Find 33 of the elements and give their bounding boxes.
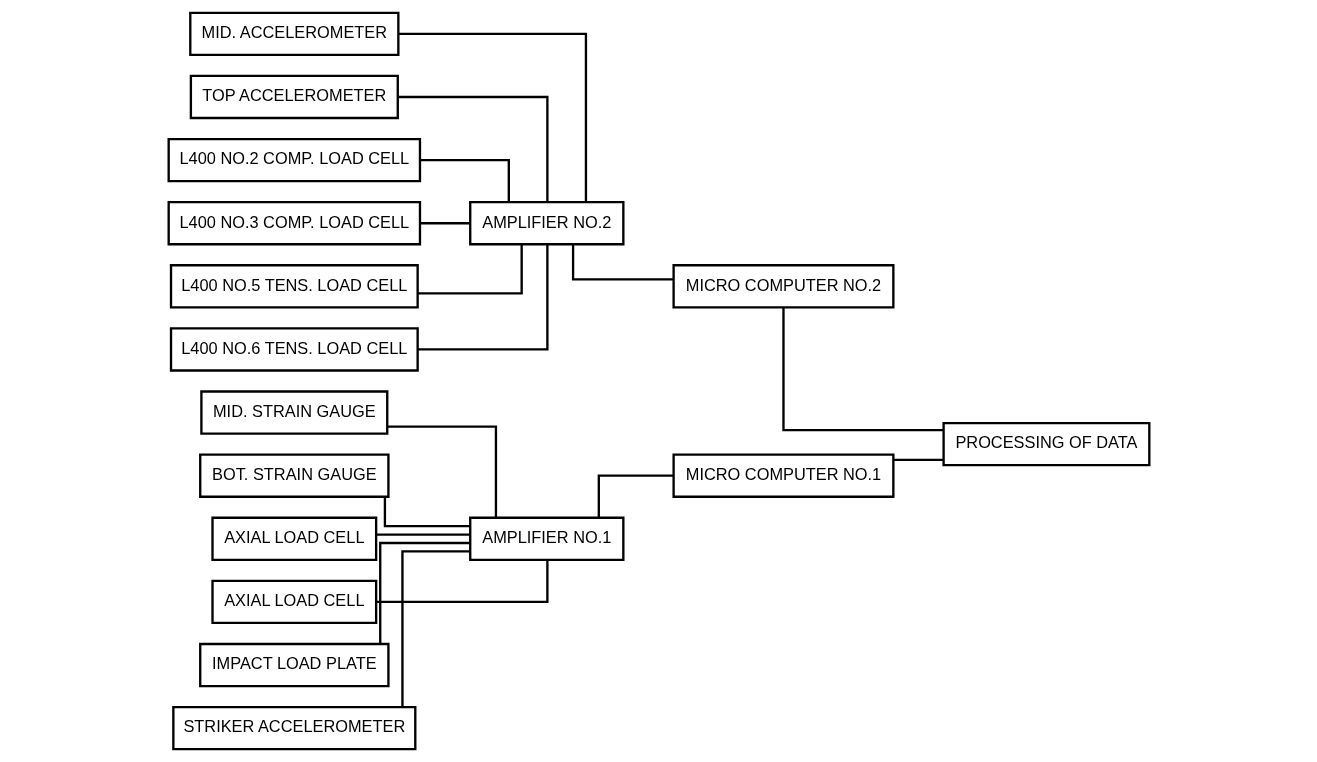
node-box: L400 NO.6 TENS. LOAD CELL bbox=[169, 327, 419, 372]
connector bbox=[571, 244, 673, 281]
node-box: L400 NO.5 TENS. LOAD CELL bbox=[169, 264, 419, 309]
node-box: L400 NO.2 COMP. LOAD CELL bbox=[167, 137, 421, 183]
connector bbox=[375, 533, 470, 536]
connector bbox=[419, 158, 510, 202]
node-box: MID. ACCELEROMETER bbox=[188, 11, 400, 57]
node-box: TOP ACCELEROMETER bbox=[189, 74, 399, 120]
connector bbox=[419, 222, 470, 225]
connector bbox=[386, 425, 497, 518]
node-box: AXIAL LOAD CELL bbox=[210, 516, 377, 561]
node-box: AMPLIFIER NO.2 bbox=[468, 201, 624, 246]
node-box: STRIKER ACCELEROMETER bbox=[171, 705, 416, 751]
connector bbox=[397, 95, 549, 202]
node-box: PROCESSING OF DATA bbox=[941, 421, 1150, 467]
connector bbox=[417, 244, 549, 351]
node-box: L400 NO.3 COMP. LOAD CELL bbox=[167, 201, 421, 246]
node-box: IMPACT LOAD PLATE bbox=[198, 642, 390, 688]
node-box: AMPLIFIER NO.1 bbox=[468, 516, 624, 561]
connector bbox=[383, 496, 470, 528]
connector bbox=[893, 458, 943, 462]
node-box: BOT. STRAIN GAUGE bbox=[198, 453, 390, 498]
connector bbox=[781, 307, 943, 432]
node-box: AXIAL LOAD CELL bbox=[210, 579, 377, 625]
connector bbox=[397, 32, 587, 202]
connector bbox=[417, 244, 523, 295]
connector bbox=[400, 550, 470, 707]
connector bbox=[378, 541, 470, 644]
node-box: MID. STRAIN GAUGE bbox=[199, 390, 388, 435]
connector bbox=[376, 560, 549, 604]
node-box: MICRO COMPUTER NO.2 bbox=[671, 264, 894, 309]
node-box: MICRO COMPUTER NO.1 bbox=[671, 453, 894, 498]
connector bbox=[597, 474, 673, 518]
